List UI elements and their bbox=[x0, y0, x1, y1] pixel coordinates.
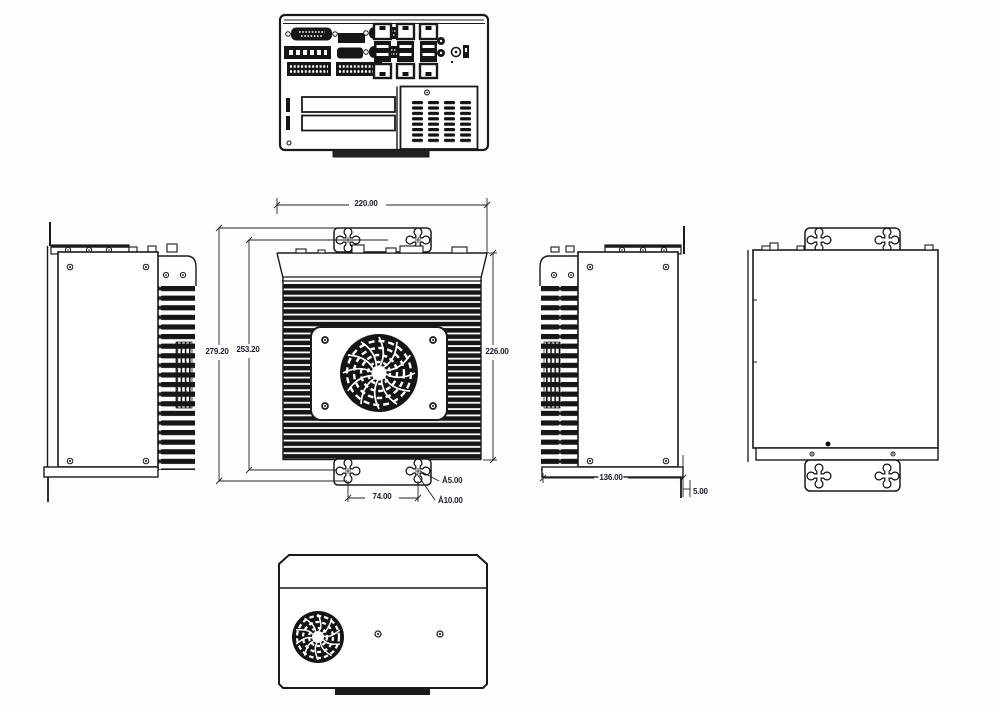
slot-bracket bbox=[286, 98, 290, 112]
screw bbox=[586, 457, 594, 465]
screw bbox=[142, 263, 150, 271]
left-side-view bbox=[43, 222, 197, 502]
chassis-foot bbox=[332, 149, 430, 158]
drain-hole bbox=[825, 441, 831, 447]
screw bbox=[179, 271, 187, 279]
terminal-block bbox=[287, 62, 331, 76]
chassis-body bbox=[57, 251, 159, 468]
chassis-body bbox=[752, 249, 939, 449]
dim-label-side-height: 226.00 bbox=[484, 347, 510, 356]
displayport bbox=[338, 33, 365, 43]
dim-label-depth: 136.00 bbox=[598, 473, 624, 482]
screw bbox=[286, 140, 292, 146]
slot-bracket bbox=[286, 116, 290, 130]
screw bbox=[66, 263, 74, 271]
dim-label-bracket-offset: 5.00 bbox=[692, 487, 709, 496]
chassis-foot bbox=[335, 688, 430, 695]
screw bbox=[142, 457, 150, 465]
cpu-fan bbox=[340, 334, 418, 412]
expansion-slot bbox=[301, 96, 396, 113]
mounting-bracket bbox=[804, 459, 901, 492]
dim-label-overall-height: 279.20 bbox=[204, 347, 230, 356]
bottom-plate bbox=[43, 466, 159, 478]
screw bbox=[890, 451, 896, 457]
bottom-plate bbox=[755, 447, 939, 461]
screw bbox=[550, 271, 558, 279]
right-side-view bbox=[539, 226, 685, 498]
screw bbox=[809, 451, 815, 457]
back-view bbox=[747, 227, 939, 492]
dim-label-hole-small: Å5.00 bbox=[441, 476, 464, 485]
vent-grid bbox=[412, 101, 471, 144]
screw bbox=[374, 630, 382, 638]
power-terminal bbox=[284, 46, 331, 59]
rear-io-view bbox=[278, 13, 490, 158]
chassis-body bbox=[577, 251, 679, 468]
fan-recess bbox=[175, 341, 193, 409]
dim-label-body-height: 253.20 bbox=[235, 345, 261, 354]
toggle-switch bbox=[463, 45, 469, 58]
fan-recess bbox=[543, 341, 561, 409]
front-view bbox=[276, 227, 488, 486]
screw bbox=[162, 271, 170, 279]
expansion-slot bbox=[301, 114, 396, 132]
db9-port bbox=[285, 27, 338, 41]
bottom-view bbox=[278, 554, 488, 695]
dim-label-mount-spacing: 74.00 bbox=[371, 492, 393, 501]
dimension-lines bbox=[215, 198, 691, 502]
screw bbox=[66, 457, 74, 465]
mounting-bracket bbox=[333, 458, 432, 486]
dim-label-hole-large: Å10.00 bbox=[437, 496, 464, 505]
bottom-fan bbox=[292, 611, 344, 663]
terminal-block bbox=[336, 62, 382, 76]
screw bbox=[662, 457, 670, 465]
power-button bbox=[450, 46, 462, 64]
screw bbox=[567, 271, 575, 279]
audio-jacks bbox=[437, 37, 445, 57]
hdmi-port bbox=[337, 47, 363, 59]
screw bbox=[586, 263, 594, 271]
screw bbox=[436, 630, 444, 638]
screw bbox=[662, 263, 670, 271]
dim-label-width: 220.00 bbox=[353, 199, 379, 208]
screw bbox=[424, 89, 430, 96]
ethernet-usb-stack bbox=[372, 22, 439, 80]
